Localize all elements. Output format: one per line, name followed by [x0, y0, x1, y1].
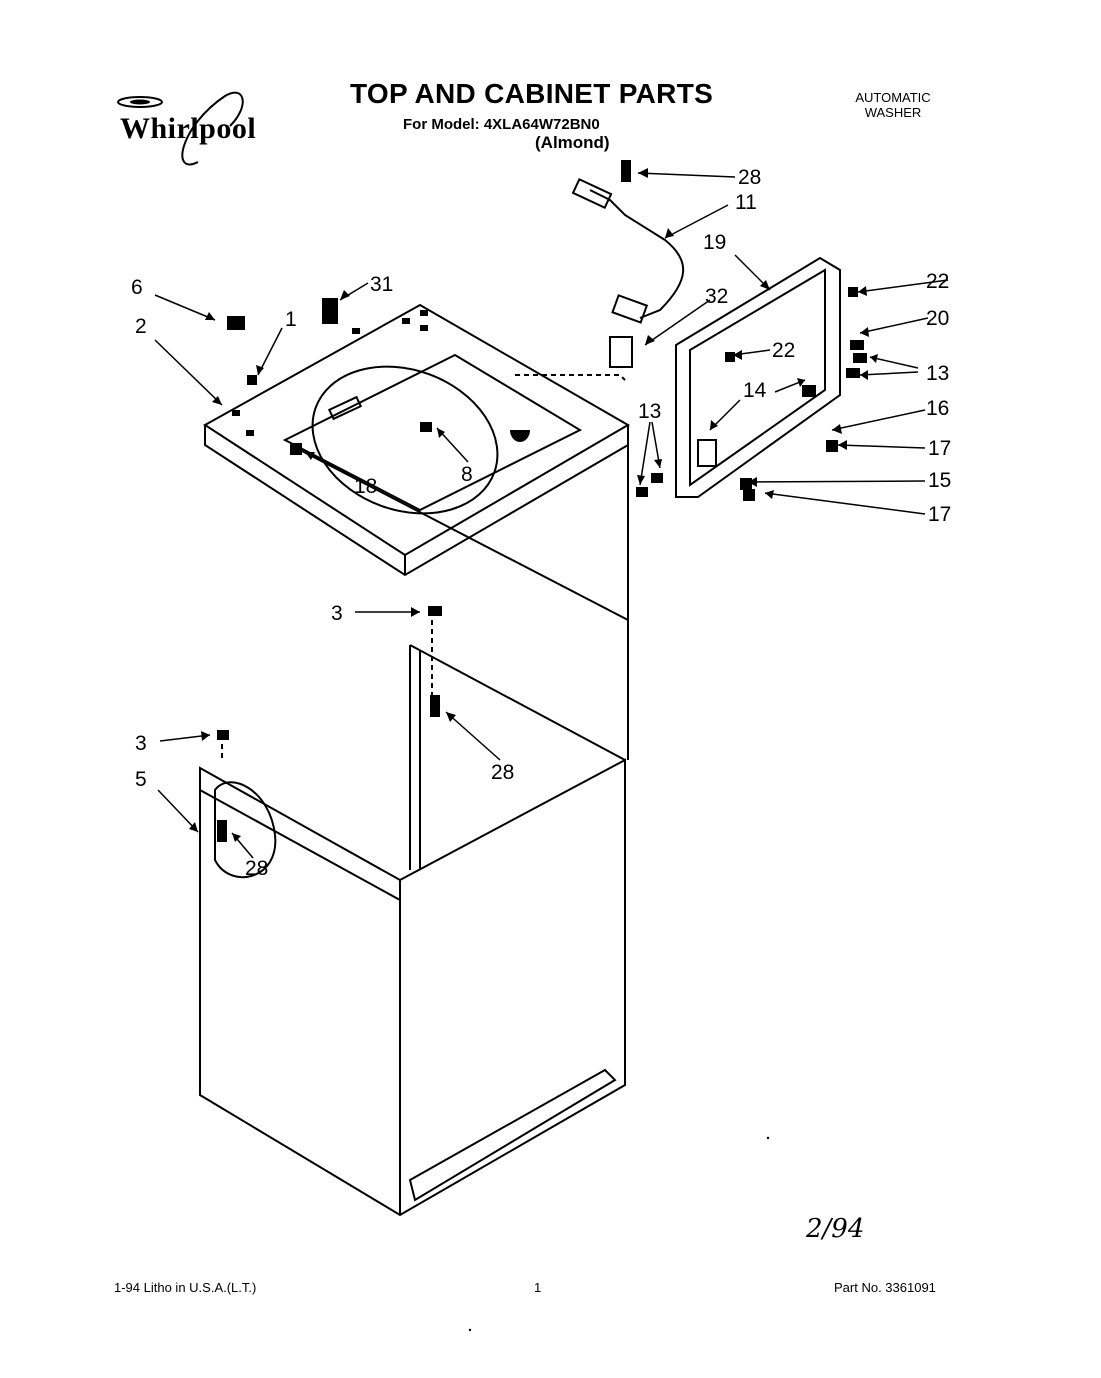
callout-3-upper: 3 [331, 602, 343, 625]
callout-31: 31 [370, 273, 393, 296]
callout-2: 2 [135, 315, 147, 338]
handwritten-date: 2/94 [806, 1214, 865, 1244]
callout-11: 11 [735, 191, 757, 214]
hardware-parts [217, 160, 867, 842]
model-color: (Almond) [535, 133, 610, 152]
callout-6: 6 [131, 276, 143, 299]
callout-8: 8 [461, 463, 473, 486]
callout-3-lower: 3 [135, 732, 147, 755]
washer-top-panel [203, 303, 630, 577]
page-title: TOP AND CABINET PARTS [350, 78, 714, 109]
arrowheads [189, 168, 878, 842]
washer-lid-frame [675, 256, 841, 498]
callout-15: 15 [928, 469, 951, 492]
callout-32: 32 [705, 285, 728, 308]
callout-13-right: 13 [926, 362, 949, 385]
whirlpool-logo-icon [117, 91, 244, 166]
footer-page-number: 1 [534, 1280, 542, 1295]
callout-18: 18 [354, 475, 377, 498]
callout-5: 5 [135, 768, 147, 791]
callout-16: 16 [926, 397, 949, 420]
callout-28-middle: 28 [491, 761, 514, 784]
callout-20: 20 [926, 307, 949, 330]
product-type-line-2: WASHER [864, 105, 922, 120]
washer-cabinet [199, 644, 626, 1217]
lid-switch-harness [571, 177, 685, 324]
callout-22-left: 22 [772, 339, 795, 362]
leader-lines [154, 172, 949, 859]
footer-printing-info: 1-94 Litho in U.S.A.(L.T.) [114, 1280, 257, 1295]
product-type: AUTOMATIC WASHER [845, 90, 941, 120]
callout-17-upper: 17 [928, 437, 951, 460]
callout-28-top: 28 [738, 166, 761, 189]
footer-part-number: Part No. 3361091 [834, 1280, 936, 1295]
callout-28-lower: 28 [245, 857, 268, 880]
brand-logo: Whirlpool [120, 112, 257, 145]
model-number: For Model: 4XLA64W72BN0 [403, 116, 600, 133]
callout-22-right: 22 [926, 270, 949, 293]
callout-1: 1 [285, 308, 297, 331]
product-type-line-1: AUTOMATIC [855, 90, 931, 105]
callout-14: 14 [743, 379, 767, 402]
callout-13-left: 13 [638, 400, 661, 423]
callout-labels: 28 11 19 22 6 31 32 20 2 1 22 13 13 14 1… [131, 166, 951, 880]
callout-19: 19 [703, 231, 726, 254]
callout-17-lower: 17 [928, 503, 951, 526]
